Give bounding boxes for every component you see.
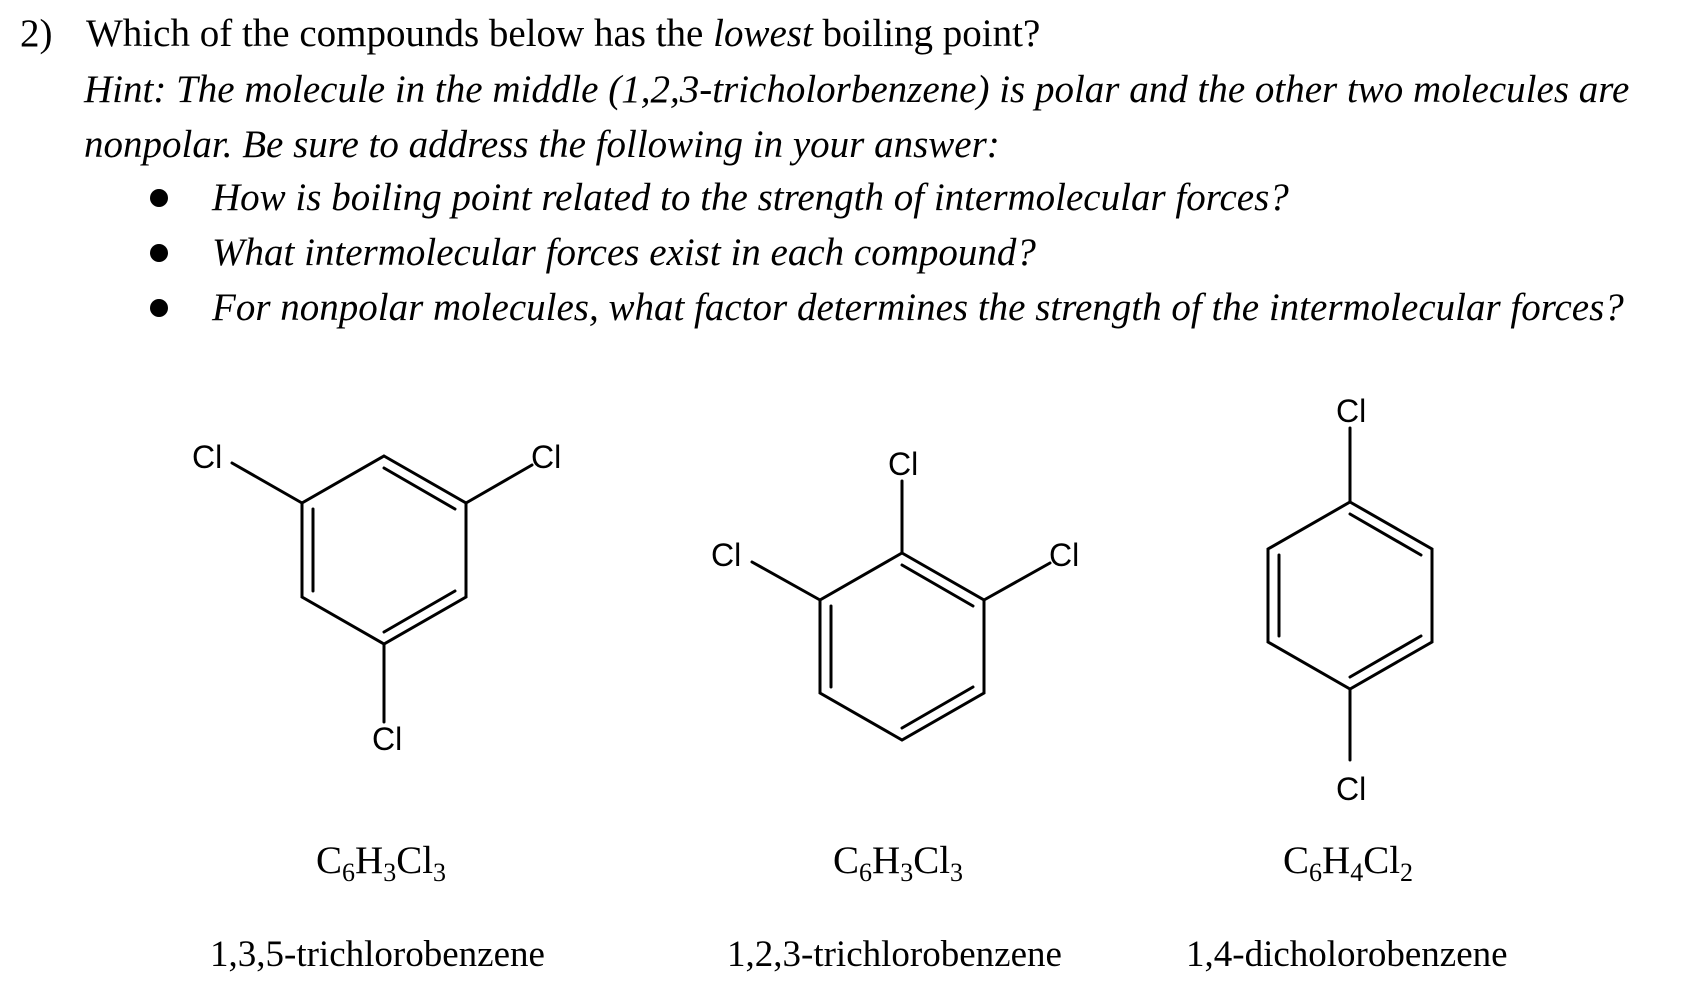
bullet-text: For nonpolar molecules, what factor dete… <box>212 286 1624 329</box>
compound-name: 1,4-dicholorobenzene <box>1186 934 1508 975</box>
question-emphasis: lowest <box>713 12 813 55</box>
formula-element: C <box>1283 839 1310 882</box>
double-bond <box>1348 634 1423 679</box>
formula-subscript: 6 <box>1309 858 1323 887</box>
cl-atom-label: Cl <box>711 537 741 573</box>
bullet-item: What intermolecular forces exist in each… <box>150 225 1690 280</box>
double-bond <box>382 466 457 511</box>
formula-subscript: 3 <box>900 858 914 887</box>
compound-name: 1,2,3-trichlorobenzene <box>727 934 1062 975</box>
formula-subscript: 3 <box>433 858 447 887</box>
formula-element: H <box>355 839 384 882</box>
double-bond <box>900 685 975 730</box>
bullet-text: What intermolecular forces exist in each… <box>212 231 1036 274</box>
formula-element: Cl <box>1363 839 1401 882</box>
cl-bond <box>464 463 534 505</box>
cl-atom-label: Cl <box>531 439 561 475</box>
formula-compound-2: C6H3Cl3 <box>833 838 963 886</box>
molecule-14-dichlorobenzene <box>1266 426 1434 762</box>
cl-atom-label: Cl <box>1336 771 1366 807</box>
bullet-dot-icon <box>150 244 168 262</box>
bullet-list: How is boiling point related to the stre… <box>150 170 1690 335</box>
formula-element: H <box>872 839 901 882</box>
formula-subscript: 6 <box>859 858 873 887</box>
bullet-dot-icon <box>150 299 168 317</box>
formula-subscript: 6 <box>342 858 356 887</box>
formula-subscript: 3 <box>950 858 964 887</box>
cl-bond <box>982 561 1052 602</box>
bullet-dot-icon <box>150 189 168 207</box>
bullet-item: For nonpolar molecules, what factor dete… <box>150 280 1690 335</box>
formula-element: Cl <box>913 839 951 882</box>
cl-bond <box>750 560 822 602</box>
molecule-123-trichlorobenzene <box>750 479 1052 742</box>
benzene-ring <box>300 454 468 646</box>
double-bond <box>382 589 457 634</box>
molecule-135-trichlorobenzene <box>230 454 534 724</box>
question-line: 2) Which of the compounds below has the l… <box>20 6 1690 61</box>
formula-element: C <box>833 839 860 882</box>
cl-atom-label: Cl <box>1336 393 1366 429</box>
cl-atom-label: Cl <box>192 439 222 475</box>
formula-compound-1: C6H3Cl3 <box>316 838 446 886</box>
double-bond <box>900 563 975 608</box>
formula-subscript: 2 <box>1400 858 1414 887</box>
compound-name: 1,3,5-trichlorobenzene <box>210 934 545 975</box>
double-bond <box>1348 512 1423 557</box>
cl-atom-label: Cl <box>888 446 918 482</box>
formula-compound-3: C6H4Cl2 <box>1283 838 1413 886</box>
question-text-before: Which of the compounds below has the <box>86 12 714 55</box>
cl-bond <box>230 461 304 505</box>
hint-text: Hint: The molecule in the middle (1,2,3-… <box>84 68 1630 166</box>
question-number: 2) <box>20 12 53 55</box>
cl-atom-label: Cl <box>372 721 402 757</box>
formula-element: C <box>316 839 343 882</box>
formula-element: Cl <box>396 839 434 882</box>
cl-atom-label: Cl <box>1049 537 1079 573</box>
formula-element: H <box>1322 839 1351 882</box>
bullet-text: How is boiling point related to the stre… <box>212 176 1289 219</box>
question: 2) Which of the compounds below has the l… <box>20 6 1690 61</box>
benzene-ring <box>1266 500 1434 691</box>
benzene-ring <box>818 551 986 742</box>
formula-subscript: 4 <box>1350 858 1364 887</box>
formula-subscript: 3 <box>383 858 397 887</box>
question-text-after: boiling point? <box>812 12 1041 55</box>
bullet-item: How is boiling point related to the stre… <box>150 170 1690 225</box>
